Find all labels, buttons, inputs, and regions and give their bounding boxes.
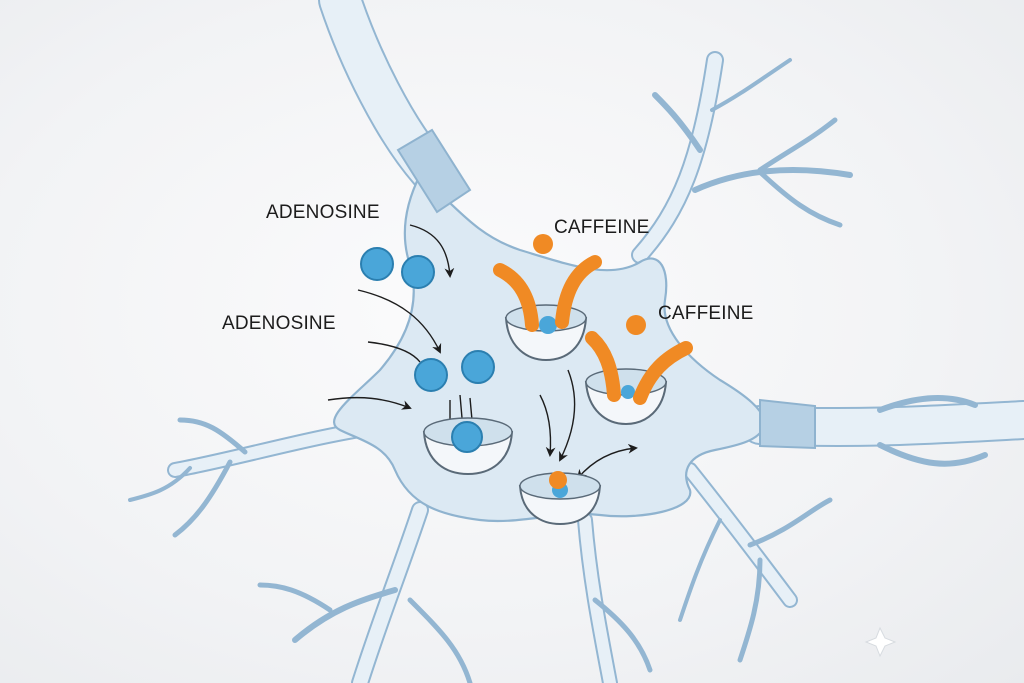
flow-arrows — [327, 224, 638, 480]
caffeine-label-right: CAFFEINE — [658, 303, 754, 324]
receptor-caffeine-bound-right — [584, 315, 693, 426]
myelin-sheath-top — [396, 128, 472, 214]
receptor-bottom — [518, 471, 602, 526]
sparkle-icon — [864, 626, 897, 658]
caffeine-molecule — [533, 234, 553, 254]
adenosine-molecule — [414, 358, 448, 392]
myelin-sheath-right — [759, 398, 816, 450]
adenosine-label-mid: ADENOSINE — [222, 313, 336, 334]
caffeine-molecule — [626, 315, 646, 335]
adenosine-molecule — [401, 255, 435, 289]
adenosine-molecule — [461, 350, 495, 384]
receptor-adenosine-bound — [422, 417, 514, 476]
caffeine-label-top: CAFFEINE — [554, 217, 650, 238]
receptor-caffeine-bound-top — [493, 234, 602, 362]
caffeine-molecule — [549, 471, 567, 489]
adenosine-molecule-bound — [451, 421, 483, 453]
adenosine-molecules — [360, 247, 495, 392]
adenosine-molecule — [360, 247, 394, 281]
adenosine-label-top: ADENOSINE — [266, 202, 380, 223]
